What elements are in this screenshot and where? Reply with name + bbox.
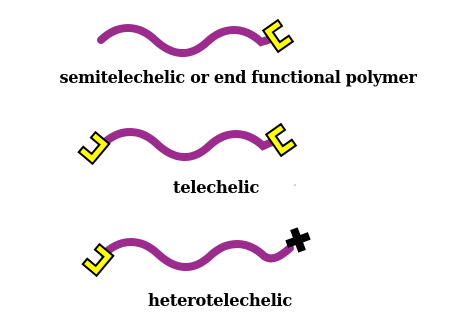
label-telechelic: telechelic	[0, 178, 454, 197]
end-group-bracket-icon	[263, 20, 293, 52]
polymer-heterotelechelic	[83, 225, 314, 276]
label-heterotelechelic: heterotelechelic	[0, 291, 458, 310]
label-semitelechelic: semitelechelic or end functional polymer	[5, 68, 471, 87]
polymer-chain	[103, 132, 272, 157]
end-group-bracket-icon	[79, 132, 110, 163]
polymer-telechelic	[79, 124, 296, 164]
end-group-bracket-icon	[266, 124, 296, 156]
polymer-chain	[104, 242, 290, 267]
polymer-semitelechelic	[101, 20, 293, 53]
polymer-chain	[101, 28, 268, 53]
